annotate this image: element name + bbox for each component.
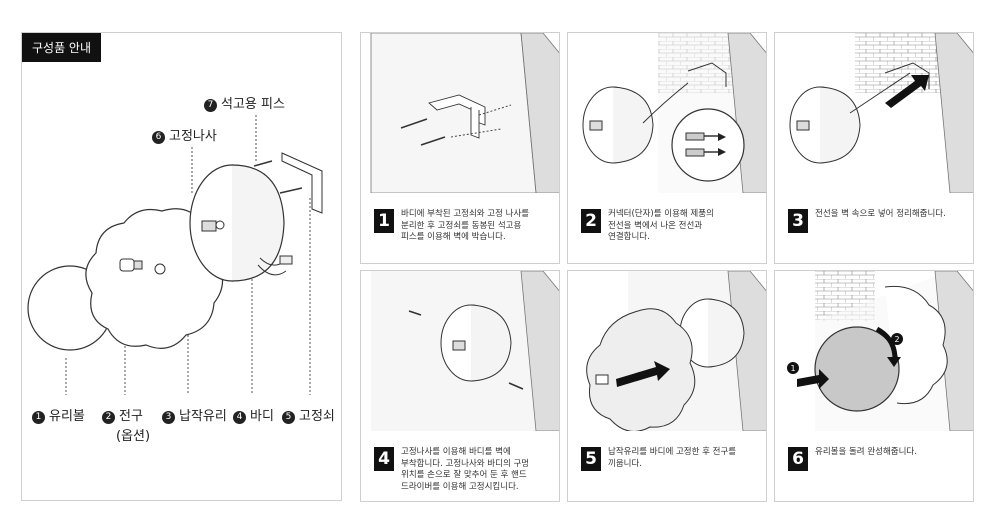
step-2-panel: 2 커넥터(단자)를 이용해 제품의 전선을 벽에서 나온 전선과 연결합니다. [567, 32, 767, 264]
step-5-panel: 5 납작유리를 바디에 고정한 후 전구를 끼웁니다. [567, 270, 767, 502]
rotate-arrow-icon [875, 326, 898, 360]
step-4-description: 고정나사를 이용해 바디를 벽에 부착합니다. 고정나사와 바디의 구멍 위치를… [401, 447, 530, 492]
step-5-description: 납작유리를 바디에 고정한 후 전구를 끼웁니다. [608, 447, 737, 469]
glass-ball-icon [814, 326, 900, 412]
step-2-number: 2 [581, 209, 601, 233]
screw-icon [508, 382, 524, 390]
component-label-2-sub: (옵션) [116, 429, 151, 444]
step-2-description: 커넥터(단자)를 이용해 제품의 전선을 벽에서 나온 전선과 연결합니다. [608, 209, 714, 242]
step-6-panel: 1 2 6 유리볼을 돌려 완성해줍니다. [774, 270, 974, 502]
screw-icon [400, 118, 428, 129]
components-illustration [27, 115, 323, 395]
step-1-illustration [370, 33, 559, 193]
components-title: 구성품 안내 [22, 33, 102, 62]
step-6-number: 6 [788, 447, 808, 471]
step-4-illustration [371, 271, 559, 431]
step-3-number: 3 [788, 209, 808, 233]
step-1-number: 1 [374, 209, 394, 233]
arrow-icon [616, 361, 670, 387]
body-icon [189, 164, 293, 282]
step-3-illustration [789, 33, 973, 193]
screw-icon [408, 310, 422, 316]
bracket-icon [281, 152, 323, 214]
flat-glass-icon [586, 308, 696, 431]
step-3-panel: 3 전선을 벽 속으로 넣어 정리해줍니다. [774, 32, 974, 264]
bulb-icon [119, 258, 143, 272]
connector-zoom-icon [671, 108, 745, 182]
arrow-icon [797, 369, 829, 389]
step-5-illustration [586, 271, 766, 431]
bulb-icon [595, 374, 609, 385]
step-1-panel: 1 바디에 부착된 고정쇠와 고정 나사를 분리한 후 고정쇠를 동봉된 석고용… [360, 32, 560, 264]
step-2-illustration [582, 33, 766, 193]
step-1-description: 바디에 부착된 고정쇠와 고정 나사를 분리한 후 고정쇠를 동봉된 석고용 피… [401, 209, 530, 242]
screw-icon [253, 160, 303, 194]
step-5-number: 5 [581, 447, 601, 471]
step-6-description: 유리볼을 돌려 완성해줍니다. [815, 447, 917, 457]
screw-icon [420, 136, 446, 146]
arrow-icon [885, 75, 929, 108]
rotation-mark-1: 1 [790, 364, 795, 373]
step-4-number: 4 [374, 447, 394, 471]
step-4-panel: 4 고정나사를 이용해 바디를 벽에 부착합니다. 고정나사와 바디의 구멍 위… [360, 270, 560, 502]
step-6-illustration: 1 2 [787, 271, 973, 431]
rotation-mark-2: 2 [894, 335, 899, 344]
components-panel: 구성품 안내 [21, 32, 342, 501]
step-3-description: 전선을 벽 속으로 넣어 정리해줍니다. [815, 209, 946, 219]
